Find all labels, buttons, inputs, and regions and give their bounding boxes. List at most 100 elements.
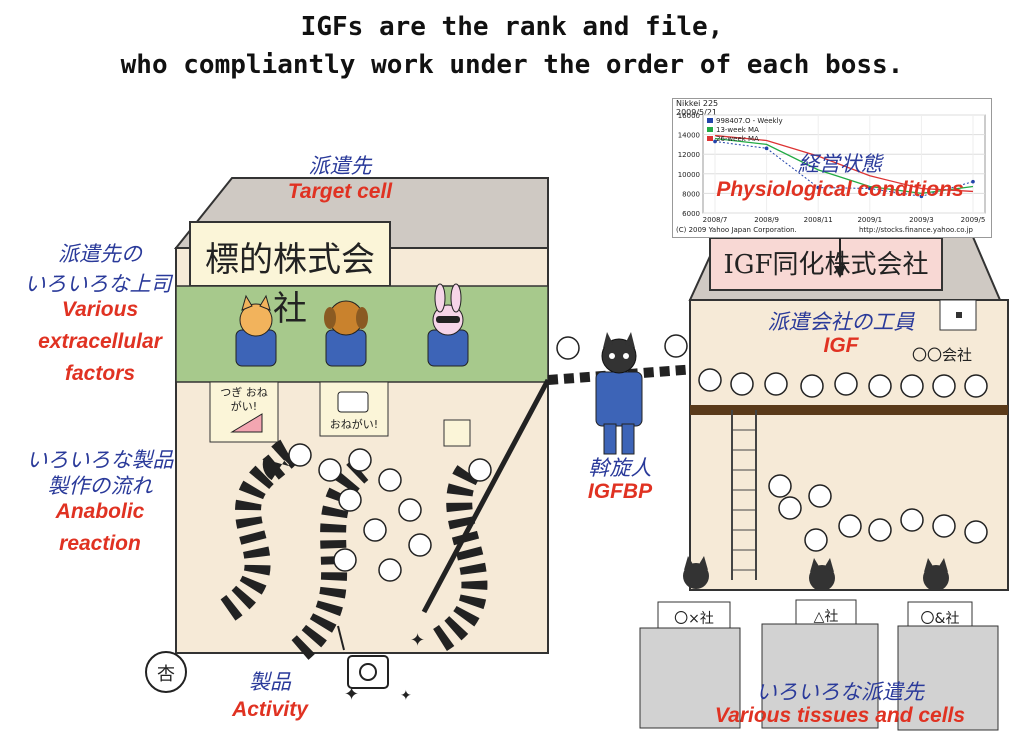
flow-en-label-1: Anabolic (55, 500, 145, 523)
product-arrow (337, 625, 345, 651)
stamp-circle (145, 651, 187, 693)
condition-en-label: Physiological conditions (716, 178, 964, 201)
branch-3-block (897, 625, 999, 731)
broker-jp-label: 斡旋人 (588, 456, 652, 480)
igf-company-sign (709, 237, 943, 291)
cake-icon (230, 413, 263, 433)
lower-igf-workers (768, 474, 988, 552)
branch-3 (897, 558, 999, 731)
product-en-label: Activity (232, 698, 308, 721)
stock-chart: Nikkei 225 2009/5/21 16000 14000 12000 1000… (672, 98, 992, 238)
stock-x-tick: 2008/11 (804, 216, 833, 224)
stock-legend-label: 998407.O - Weekly (716, 117, 783, 125)
sparkle-icon-1: ✦ (410, 630, 425, 651)
branch-3-label: 〇&社 (920, 611, 960, 627)
branch-1 (639, 556, 741, 729)
worker-en-label: IGF (823, 334, 859, 357)
stock-series-line-1 (714, 140, 974, 197)
stock-series-line-3 (714, 134, 974, 193)
stock-chart-footer-right: http://stocks.finance.yahoo.co.jp (859, 226, 974, 234)
conveyor-belt-3 (432, 461, 488, 652)
branch-2-label: △社 (813, 609, 839, 625)
stock-point (713, 139, 717, 144)
stock-legend-label: 13-week MA (716, 126, 759, 134)
worker-jp-label: 派遣会社の工員 (767, 310, 915, 334)
target-company-building (173, 177, 549, 660)
stock-y-tick: 8000 (682, 190, 700, 198)
broker-cat (595, 332, 643, 455)
stock-point (764, 146, 769, 151)
ladder (731, 410, 757, 580)
upper-igf-workers (698, 368, 988, 398)
left-workers (288, 443, 492, 582)
product-camera-icon (347, 655, 389, 689)
stock-point (919, 194, 924, 199)
bosses-jp-label-1: 派遣先の (58, 242, 142, 266)
bosses-en-label-2: extracellular (38, 330, 162, 353)
sparkle-icon-3: ✦ (400, 688, 412, 704)
stock-x-tick: 2008/9 (754, 216, 779, 224)
stock-point (868, 186, 872, 191)
small-company-label: 〇〇会社 (912, 346, 973, 364)
branch-2-block (761, 623, 879, 729)
bosses-en-label-3: factors (64, 362, 136, 385)
stock-x-tick: 2009/1 (857, 216, 882, 224)
stock-chart-heading-2: 2009/5/21 (676, 108, 718, 117)
chart-arrow-head (834, 266, 846, 278)
rabbit-note-board (443, 419, 471, 447)
product-jp-label: 製品 (249, 670, 291, 694)
diagonal-rope (421, 378, 551, 614)
stock-point (971, 179, 975, 184)
tissues-jp-label: いろいろな派遣先 (756, 680, 924, 704)
conveyor-belt-2 (291, 460, 369, 660)
bosses-en-label-1: Various (61, 298, 139, 321)
right-wall (689, 299, 1009, 591)
stock-y-tick: 12000 (678, 151, 700, 159)
target-en-label: Target cell (287, 180, 393, 203)
slide-title-line-2: who compliantly work under the order of … (120, 50, 904, 80)
target-jp-label: 派遣先 (308, 154, 372, 178)
stock-legend-swatch (707, 127, 713, 132)
stock-y-tick: 6000 (682, 210, 700, 218)
stock-y-tick: 10000 (678, 171, 700, 179)
igf-company-building (688, 229, 1009, 591)
camera-icon (337, 391, 369, 413)
target-company-sign-label: 標的株式会社 (205, 240, 375, 329)
condition-jp-label: 経営状態 (798, 152, 882, 176)
slide-title-line-1: IGFs are the rank and file, (300, 12, 724, 42)
stock-x-tick: 2009/3 (909, 216, 934, 224)
flow-jp-label-2: 製作の流れ (47, 474, 153, 498)
stock-x-tick: 2008/7 (703, 216, 728, 224)
flow-en-label-2: reaction (59, 532, 141, 555)
boss-rabbit (427, 283, 469, 367)
flow-jp-label-1: いろいろな製品 (26, 448, 174, 472)
stock-x-tick: 2009/5 (961, 216, 986, 224)
sparkle-icon-2: ✦ (344, 684, 359, 705)
tissues-en-label: Various tissues and cells (714, 704, 966, 727)
window-pane (956, 312, 962, 318)
tightrope-workers (556, 334, 688, 360)
stock-point (816, 185, 820, 190)
broker-en-label: IGFBP (587, 480, 653, 503)
stamp-label: 杏 (157, 664, 175, 685)
stock-legend-swatch (707, 136, 713, 141)
igf-company-sign-label: IGF同化株式会社 (723, 250, 929, 280)
branch-1-block (639, 627, 741, 729)
stock-y-tick: 14000 (678, 132, 700, 140)
stock-y-tick: 16000 (678, 112, 700, 120)
target-company-sign (189, 221, 391, 287)
branch-2 (761, 558, 879, 729)
branch-1-label: 〇×社 (674, 611, 714, 627)
stock-legend-label: 26-week MA (716, 135, 759, 143)
stock-chart-footer-left: (C) 2009 Yahoo Japan Corporation. (676, 226, 797, 234)
boss-dog (324, 300, 368, 367)
boss-cat (235, 294, 277, 367)
stock-chart-heading-1: Nikkei 225 (676, 99, 719, 108)
camera-note-label: おねがい! (329, 418, 379, 431)
cake-note-label: つぎ おねがい! (220, 386, 268, 413)
stock-series-line-2 (714, 137, 974, 195)
stock-legend-swatch (707, 118, 713, 123)
conveyor-belt-1 (220, 436, 304, 621)
